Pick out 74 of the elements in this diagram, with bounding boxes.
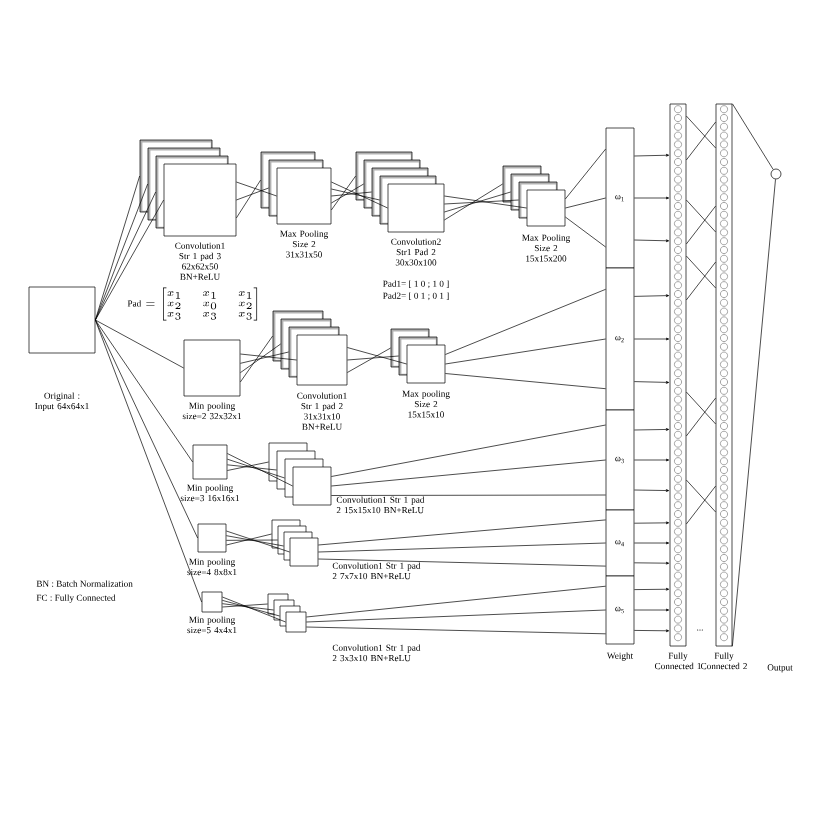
connector xyxy=(686,255,716,289)
connector xyxy=(331,494,606,496)
connector xyxy=(686,261,716,301)
connector xyxy=(634,428,670,431)
connector xyxy=(445,338,606,365)
connector xyxy=(565,216,606,248)
connector xyxy=(347,355,399,361)
output-neuron xyxy=(770,168,782,180)
connector xyxy=(686,397,716,437)
connector xyxy=(331,175,356,211)
connector xyxy=(686,391,716,425)
connector xyxy=(444,191,511,213)
connector xyxy=(444,199,519,205)
connector xyxy=(347,347,407,365)
connector xyxy=(240,343,281,374)
connector xyxy=(634,489,670,492)
connector xyxy=(634,608,670,612)
connector xyxy=(318,542,606,553)
connector xyxy=(634,239,670,243)
connector xyxy=(732,103,774,170)
connector xyxy=(318,558,606,567)
connector xyxy=(331,459,606,487)
connector xyxy=(95,319,184,369)
connector xyxy=(226,530,290,553)
connector xyxy=(227,464,277,471)
connector xyxy=(686,205,716,245)
connector xyxy=(634,541,670,545)
connector xyxy=(634,458,670,462)
connector xyxy=(565,148,606,200)
connector xyxy=(226,533,272,546)
connector xyxy=(686,115,716,149)
connector xyxy=(445,373,606,390)
connector xyxy=(732,179,776,647)
connector xyxy=(222,603,274,611)
connector xyxy=(236,179,261,219)
connector xyxy=(686,485,716,525)
connector xyxy=(226,539,278,541)
connector xyxy=(686,121,716,161)
connector xyxy=(331,424,606,477)
connector xyxy=(240,351,289,364)
connector xyxy=(95,319,202,603)
connector xyxy=(634,337,670,341)
connector xyxy=(306,626,606,635)
connector xyxy=(565,197,606,209)
connector xyxy=(227,461,269,471)
connector xyxy=(634,561,670,565)
connector xyxy=(634,196,670,200)
connector xyxy=(95,175,140,321)
connector xyxy=(347,347,391,373)
connector xyxy=(318,519,606,546)
connector xyxy=(95,183,148,321)
connector xyxy=(95,319,198,539)
connector xyxy=(222,600,280,617)
connector xyxy=(444,195,527,209)
connector xyxy=(634,521,670,525)
connector xyxy=(445,288,606,355)
connector xyxy=(634,587,670,591)
connector xyxy=(227,458,285,479)
connector xyxy=(634,294,670,297)
connector xyxy=(236,187,269,201)
connector xyxy=(634,381,670,384)
pad-matrix: $\mathrm{Pad}=\begin{bmatrix}x_1&x_1&x_1\\x_2&x_0&x_2\\x_3&x_3&x_3\end{bmatrix}$ xyxy=(127,287,258,321)
connector xyxy=(634,629,670,633)
connector xyxy=(222,603,268,608)
connector xyxy=(686,479,716,513)
connector xyxy=(240,335,273,383)
connector xyxy=(634,153,670,157)
connector xyxy=(306,585,606,618)
connector xyxy=(306,609,606,623)
connector xyxy=(686,199,716,233)
connector xyxy=(95,319,193,463)
connector xyxy=(331,183,364,204)
connector xyxy=(226,535,284,547)
connector xyxy=(444,183,503,221)
